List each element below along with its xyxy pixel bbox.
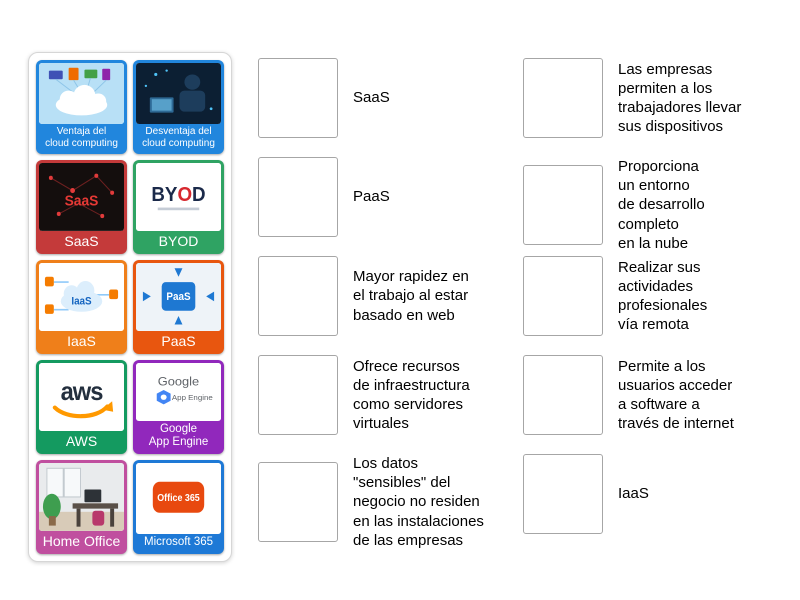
tile-ventaja-cloud-computing[interactable]: Ventaja del cloud computing bbox=[36, 60, 127, 154]
saas-image-text: SaaS bbox=[65, 193, 99, 210]
tile-aws[interactable]: aws AWS bbox=[36, 360, 127, 454]
match-row: Proporciona un entorno de desarrollo com… bbox=[523, 157, 793, 253]
match-label: Ofrece recursos de infraestructura como … bbox=[353, 357, 470, 433]
tile-panel: Ventaja del cloud computing Desventaja d… bbox=[28, 52, 232, 562]
drop-target-right-2[interactable] bbox=[523, 164, 603, 245]
match-label: Realizar sus actividades profesionales v… bbox=[618, 258, 708, 334]
drop-target-middle-2[interactable] bbox=[258, 157, 338, 237]
match-row: Los datos "sensibles" del negocio no res… bbox=[258, 454, 528, 550]
cloud-devices-image bbox=[39, 63, 124, 124]
home-office-photo-image bbox=[39, 463, 124, 531]
match-label: PaaS bbox=[353, 188, 390, 206]
tile-label: Microsoft 365 bbox=[143, 535, 214, 548]
tile-label: PaaS bbox=[161, 332, 196, 349]
drop-target-middle-3[interactable] bbox=[258, 256, 338, 336]
tile-home-office[interactable]: Home Office bbox=[36, 460, 127, 554]
tile-label: IaaS bbox=[67, 332, 96, 349]
iaas-cloud-diagram-image: IaaS bbox=[39, 263, 124, 331]
tile-desventaja-cloud-computing[interactable]: Desventaja del cloud computing bbox=[133, 60, 224, 154]
aws-image-text: aws bbox=[61, 378, 103, 406]
iaas-image-text: IaaS bbox=[71, 296, 91, 307]
paas-image-text: PaaS bbox=[166, 292, 190, 303]
match-row: PaaS bbox=[258, 157, 528, 237]
match-label: Los datos "sensibles" del negocio no res… bbox=[353, 455, 484, 549]
match-label: Las empresas permiten a los trabajadores… bbox=[618, 60, 742, 136]
drop-target-middle-1[interactable] bbox=[258, 58, 338, 138]
drop-target-right-4[interactable] bbox=[523, 355, 603, 435]
tile-iaas[interactable]: IaaS IaaS bbox=[36, 260, 127, 354]
match-row: Mayor rapidez en el trabajo al estar bas… bbox=[258, 256, 528, 336]
match-label: SaaS bbox=[353, 89, 390, 107]
tile-label: BYOD bbox=[158, 232, 199, 249]
drop-target-right-1[interactable] bbox=[523, 58, 603, 138]
match-row: Las empresas permiten a los trabajadores… bbox=[523, 58, 793, 138]
google-app-engine-logo-image: Google App Engine bbox=[136, 363, 221, 421]
google-image-text: Google bbox=[158, 375, 200, 388]
byod-image-text: BYOD bbox=[151, 184, 205, 207]
tile-label: Ventaja del cloud computing bbox=[45, 126, 118, 149]
match-label: IaaS bbox=[618, 485, 649, 503]
office-365-image-text: Office 365 bbox=[157, 492, 199, 504]
dark-laptop-person-image bbox=[136, 63, 221, 124]
match-row: Realizar sus actividades profesionales v… bbox=[523, 256, 793, 336]
match-row: SaaS bbox=[258, 58, 528, 138]
paas-diagram-image: PaaS bbox=[136, 263, 221, 331]
tile-microsoft-365[interactable]: Office 365 Microsoft 365 bbox=[133, 460, 224, 554]
tile-byod[interactable]: BYOD BYOD bbox=[133, 160, 224, 254]
drop-target-right-3[interactable] bbox=[523, 256, 603, 336]
match-row: Ofrece recursos de infraestructura como … bbox=[258, 355, 528, 435]
drop-target-right-5[interactable] bbox=[523, 454, 603, 534]
match-label: Mayor rapidez en el trabajo al estar bas… bbox=[353, 268, 469, 324]
tile-google-app-engine[interactable]: Google App Engine Google App Engine bbox=[133, 360, 224, 454]
tile-label: Desventaja del cloud computing bbox=[142, 126, 215, 149]
byod-logo-image: BYOD bbox=[136, 163, 221, 231]
match-row: IaaS bbox=[523, 454, 793, 534]
drop-target-middle-5[interactable] bbox=[258, 461, 338, 542]
app-engine-image-text: App Engine bbox=[172, 393, 213, 402]
match-label: Permite a los usuarios acceder a softwar… bbox=[618, 357, 734, 433]
match-row: Permite a los usuarios acceder a softwar… bbox=[523, 355, 793, 435]
tile-label: SaaS bbox=[64, 232, 99, 249]
tile-label: Home Office bbox=[42, 532, 121, 549]
tile-saas[interactable]: SaaS SaaS bbox=[36, 160, 127, 254]
tile-paas[interactable]: PaaS PaaS bbox=[133, 260, 224, 354]
aws-logo-image: aws bbox=[39, 363, 124, 431]
saas-network-image: SaaS bbox=[39, 163, 124, 231]
office-365-logo-image: Office 365 bbox=[136, 463, 221, 534]
match-label: Proporciona un entorno de desarrollo com… bbox=[618, 158, 705, 252]
drop-target-middle-4[interactable] bbox=[258, 355, 338, 435]
tile-label: AWS bbox=[65, 432, 98, 449]
tile-label: Google App Engine bbox=[148, 422, 209, 448]
